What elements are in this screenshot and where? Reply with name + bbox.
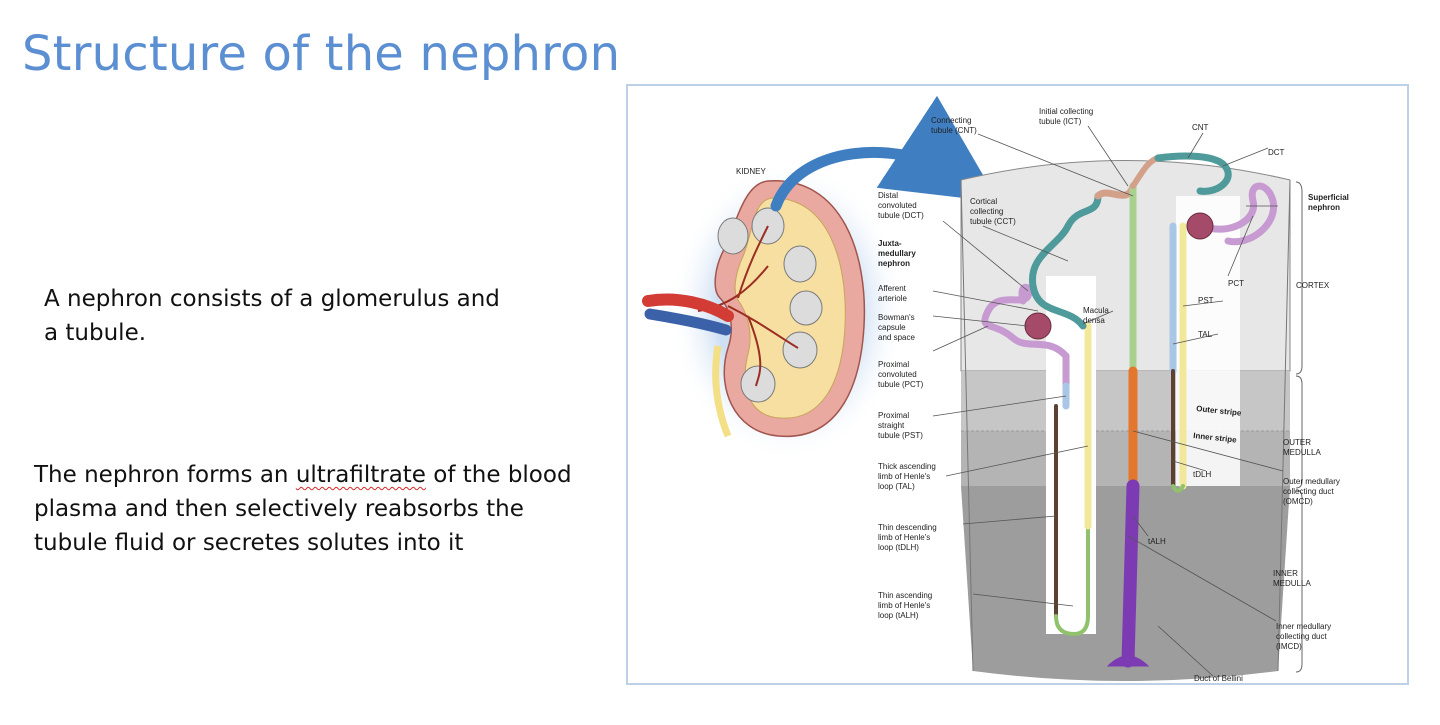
nephron-figure: KIDNEY: [626, 84, 1409, 685]
nephron-diagram: KIDNEY: [642, 95, 1351, 683]
label-superficial-nephron: Superficial nephron: [1308, 193, 1351, 212]
label-afferent-arteriole: Afferent arteriole: [878, 284, 908, 303]
paragraph-glomerulus: A nephron consists of a glomerulus and a…: [44, 286, 500, 346]
paragraph-text-end: of the blood plasma and then selectively…: [34, 462, 572, 556]
label-juxtamedullary-nephron: Juxta- medullary nephron: [878, 239, 918, 268]
label-outer-medulla: OUTER MEDULLA: [1283, 438, 1321, 457]
label-thin-ascending-limb: Thin ascending limb of Henle's loop (tAL…: [878, 591, 935, 620]
paragraph-text-start: The nephron forms an: [34, 462, 296, 488]
slide-title: Structure of the nephron: [22, 26, 621, 82]
label-imcd: Inner medullary collecting duct (IMCD): [1276, 622, 1333, 651]
label-macula-densa: Macula densa: [1083, 306, 1111, 325]
label-cnt: CNT: [1192, 123, 1209, 132]
zone-brackets: [1295, 181, 1303, 673]
paragraph-ultrafiltrate: The nephron forms an ultrafiltrate of th…: [34, 458, 574, 560]
label-duct-of-bellini: Duct of Bellini: [1194, 674, 1243, 683]
tubules: [981, 152, 1277, 668]
label-pct: PCT: [1228, 279, 1244, 288]
label-cortex: CORTEX: [1296, 281, 1330, 290]
label-proximal-convoluted-tubule: Proximal convoluted tubule (PCT): [878, 360, 924, 389]
diagram-labels: Connecting tubule (CNT) Initial collecti…: [878, 107, 1351, 683]
magnify-arrow: [770, 95, 999, 212]
label-thin-descending-limb: Thin descending limb of Henle's loop (tD…: [878, 523, 939, 552]
label-pst: PST: [1198, 296, 1214, 305]
misspelled-word[interactable]: ultrafiltrate: [295, 462, 426, 488]
label-connecting-tubule: Connecting tubule (CNT): [931, 116, 977, 135]
label-kidney: KIDNEY: [736, 167, 766, 176]
label-proximal-straight-tubule: Proximal straight tubule (PST): [878, 411, 923, 440]
label-cortical-collecting-tubule: Cortical collecting tubule (CCT): [970, 197, 1016, 226]
label-omcd: Outer medullary collecting duct (OMCD): [1283, 477, 1342, 506]
label-thick-ascending-limb: Thick ascending limb of Henle's loop (TA…: [878, 462, 938, 491]
label-tal: TAL: [1198, 330, 1213, 339]
label-tdlh: tDLH: [1193, 470, 1211, 479]
label-inner-medulla: INNER MEDULLA: [1273, 569, 1311, 588]
label-bowmans-capsule: Bowman's capsule and space: [878, 313, 917, 342]
label-initial-collecting-tubule: Initial collecting tubule (ICT): [1039, 107, 1095, 126]
label-talh: tALH: [1148, 537, 1166, 546]
label-dct: DCT: [1268, 148, 1285, 157]
label-distal-convoluted-tubule: Distal convoluted tubule (DCT): [878, 191, 924, 220]
kidney-illustration: KIDNEY: [642, 161, 906, 461]
leader-lines: [932, 125, 1284, 677]
